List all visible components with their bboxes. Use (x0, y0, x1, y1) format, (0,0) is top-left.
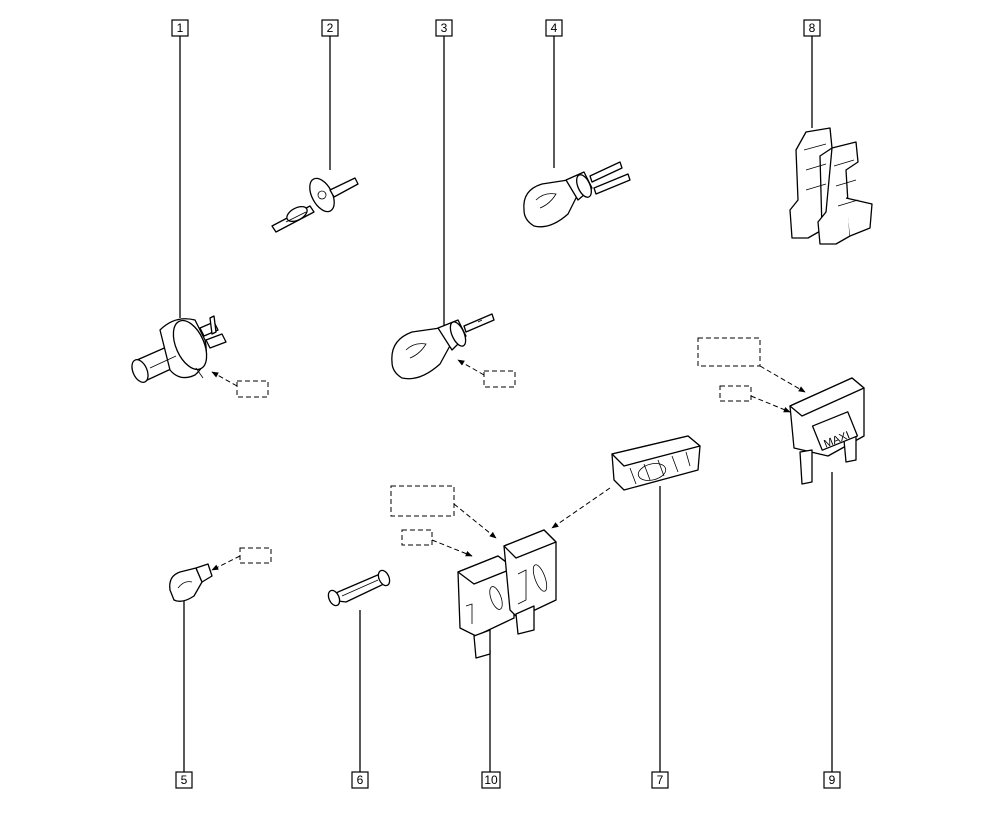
pointer-arrow-1 (211, 371, 238, 387)
pointer-arrow-10a (453, 503, 497, 539)
svg-text:1: 1 (177, 21, 184, 35)
maxi-fuse: MAXI (789, 377, 865, 485)
part-number-placeholder-9b (719, 385, 752, 402)
festoon-bulb (327, 569, 391, 607)
part-number-placeholder-9a (697, 337, 761, 367)
svg-text:3: 3 (441, 21, 448, 35)
callout-3: 3 (435, 19, 453, 37)
callout-7: 7 (651, 771, 669, 789)
callout-6: 6 (351, 771, 369, 789)
pointer-arrow-3 (457, 359, 485, 376)
pointer-arrow-7 (551, 487, 611, 529)
bayonet-bulb-twin (523, 161, 631, 228)
svg-text:8: 8 (809, 21, 816, 35)
h4-headlamp-bulb (131, 315, 227, 383)
svg-text:4: 4 (551, 21, 558, 35)
svg-text:2: 2 (327, 21, 334, 35)
fuse-extractor-clip (789, 127, 873, 245)
svg-text:9: 9 (829, 773, 836, 787)
part-number-placeholder-10a (390, 485, 455, 517)
pointer-arrow-5 (211, 555, 241, 571)
callout-1: 1 (171, 19, 189, 37)
bayonet-bulb-large (391, 313, 495, 380)
callout-5: 5 (175, 771, 193, 789)
part-number-placeholder-1 (236, 380, 269, 398)
part-number-placeholder-3 (483, 370, 516, 388)
callout-8: 8 (803, 19, 821, 37)
pointer-arrow-9a (759, 365, 806, 393)
fuse-puller (611, 435, 701, 491)
svg-text:10: 10 (484, 773, 498, 787)
svg-text:5: 5 (181, 773, 188, 787)
callout-4: 4 (545, 19, 563, 37)
blade-fuse-pair (457, 529, 557, 659)
svg-text:6: 6 (357, 773, 364, 787)
pointer-arrow-10b (431, 539, 473, 557)
svg-text:7: 7 (657, 773, 664, 787)
part-number-placeholder-10b (401, 529, 433, 546)
part-number-placeholder-5 (239, 547, 272, 564)
callout-10: 10 (481, 771, 501, 789)
wedge-bulb-small (169, 563, 213, 602)
callout-9: 9 (823, 771, 841, 789)
callout-2: 2 (321, 19, 339, 37)
h1-bulb (271, 177, 359, 233)
pointer-arrow-9b (750, 395, 791, 413)
